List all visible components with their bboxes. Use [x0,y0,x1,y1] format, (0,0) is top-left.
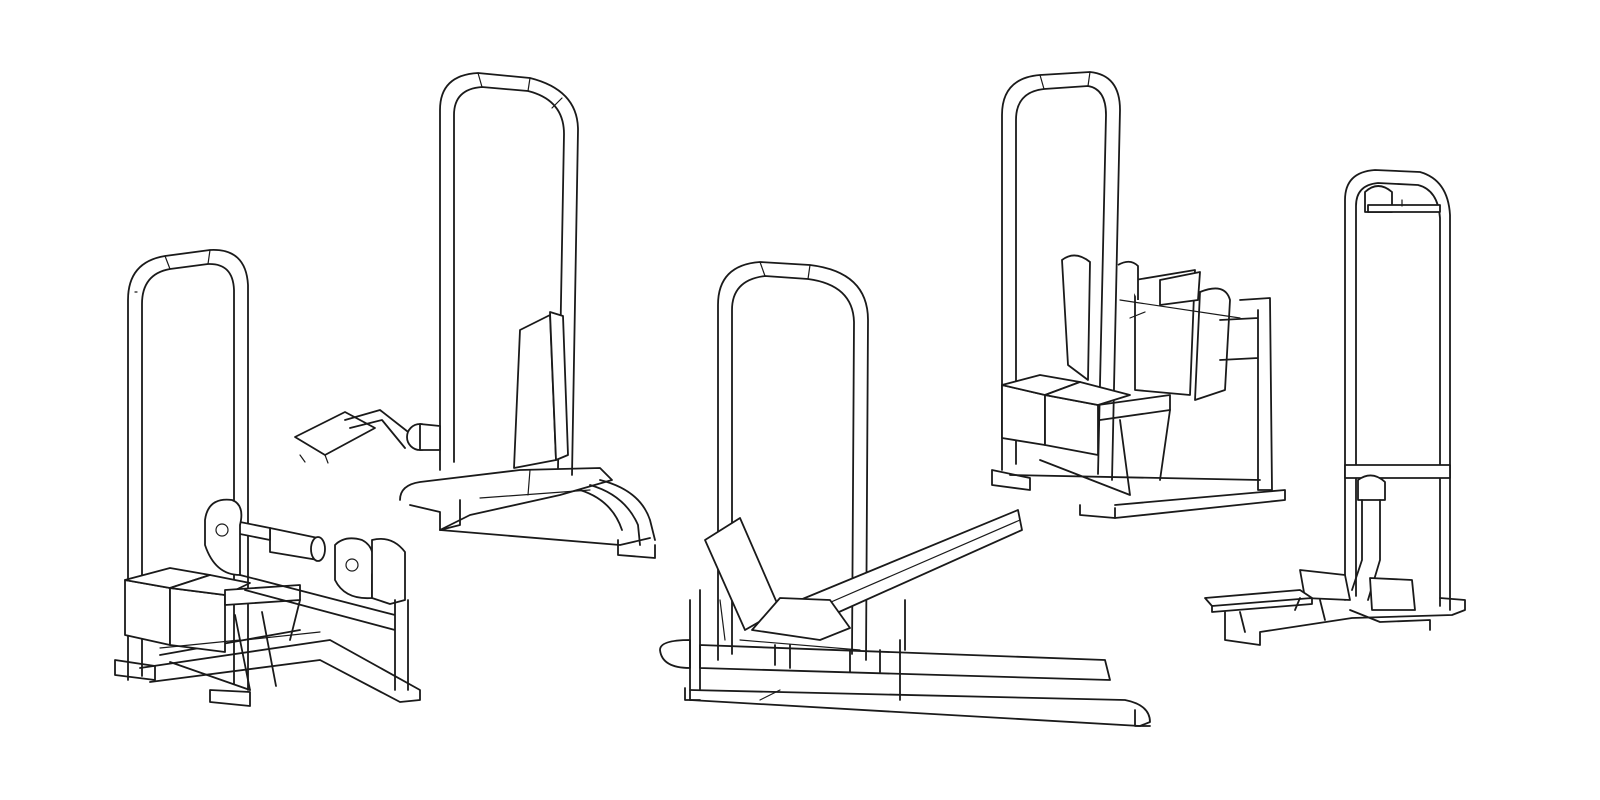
hip-adductor-machine [991,71,1286,519]
standing-leg-extension-machine [294,72,656,559]
standing-calf-machine [1204,169,1466,646]
incline-leg-press-machine [659,261,1151,727]
seated-leg-curl-machine [114,249,421,707]
